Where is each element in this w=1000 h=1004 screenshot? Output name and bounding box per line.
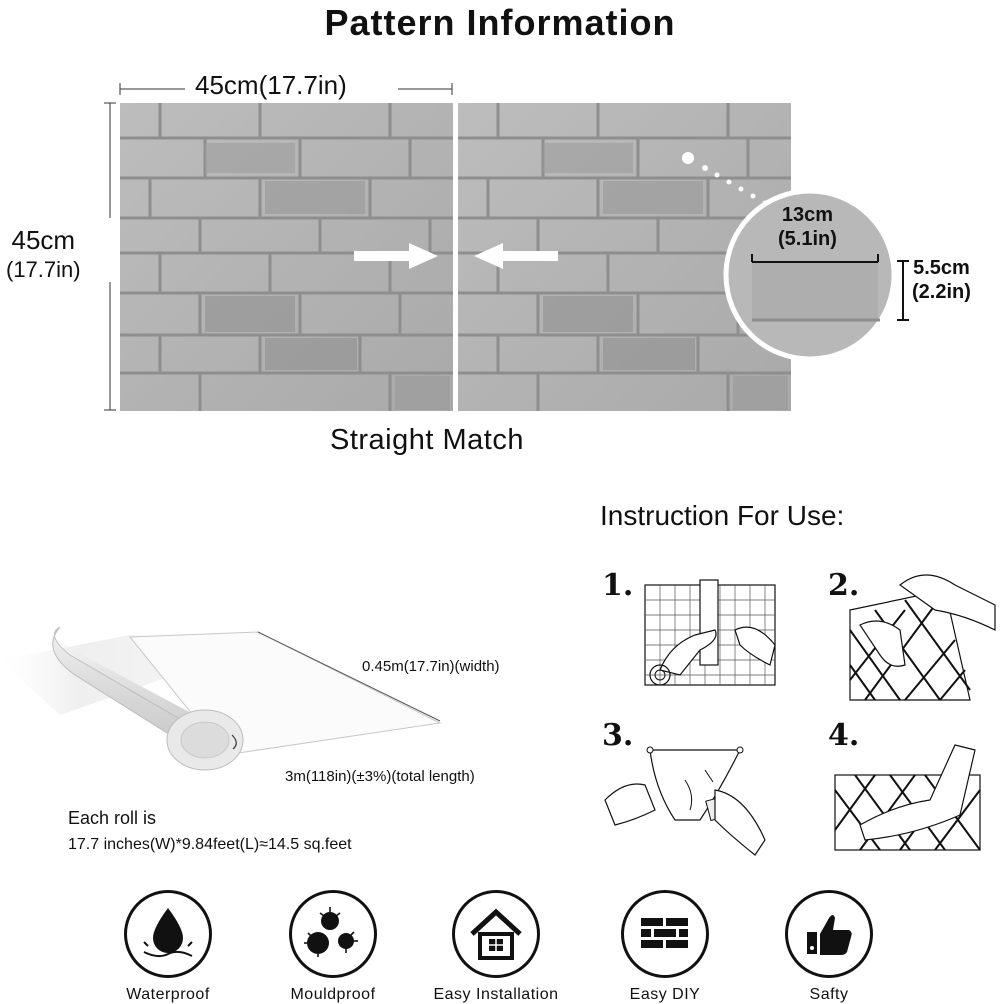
step-2-number: 2. [828, 568, 860, 603]
step-4-number: 4. [828, 718, 860, 753]
brick-wall-icon [641, 918, 688, 948]
step-1-number: 1. [602, 568, 634, 603]
waterproof-circle [124, 890, 212, 978]
water-drop-icon [143, 908, 193, 958]
mouldproof-circle [289, 890, 377, 978]
step-3-number: 3. [602, 718, 634, 753]
brick-panel-left [120, 103, 453, 411]
house-icon [470, 908, 522, 960]
zoom-width-in: (5.1in) [778, 228, 837, 250]
pattern-height-in: (17.7in) [6, 257, 81, 282]
zoom-width-label: 13cm (5.1in) [778, 203, 837, 251]
feature-mouldproof: Mouldproof [248, 890, 418, 1004]
thumbs-up-icon [807, 915, 852, 955]
zoom-height-cm: 5.5cm [913, 257, 970, 279]
each-roll-size: 17.7 inches(W)*9.84feet(L)≈14.5 sq.feet [68, 836, 352, 853]
instructions-title: Instruction For Use: [600, 500, 845, 531]
feature-label: Easy DIY [629, 986, 701, 1003]
feature-label: Easy Installation [433, 986, 559, 1003]
each-roll-heading: Each roll is [68, 808, 157, 828]
match-type-label: Straight Match [330, 424, 524, 456]
wallpaper-roll-illustration [0, 626, 442, 771]
arrow-right-icon [354, 243, 438, 269]
arrow-left-icon [474, 243, 558, 269]
pattern-height-cm: 45cm [11, 225, 76, 255]
feature-label: Safty [809, 986, 849, 1003]
page-title: Pattern Information [324, 2, 676, 43]
zoom-height-label: 5.5cm (2.2in) [912, 256, 971, 304]
zoom-width-cm: 13cm [781, 204, 834, 226]
easy-installation-circle [452, 890, 540, 978]
feature-label: Mouldproof [290, 986, 376, 1003]
step-3-apply-icon [604, 746, 766, 856]
feature-safty: Safty [744, 890, 914, 1004]
pattern-height-label: 45cm (17.7in) [6, 225, 81, 285]
easy-diy-circle [621, 890, 709, 978]
step-2-peel-backing-icon [845, 574, 996, 700]
pattern-width-label: 45cm(17.7in) [195, 70, 347, 100]
step-4-smooth-wall-icon [834, 744, 981, 851]
feature-waterproof: Waterproof [83, 890, 253, 1004]
feature-easy-diy: Easy DIY [580, 890, 750, 1004]
roll-width-label: 0.45m(17.7in)(width) [362, 658, 500, 675]
zoom-height-in: (2.2in) [912, 281, 971, 303]
safty-circle [785, 890, 873, 978]
mould-spores-icon [304, 907, 358, 957]
feature-easy-installation: Easy Installation [411, 890, 581, 1004]
step-1-measure-cut-icon [644, 579, 776, 686]
roll-length-label: 3m(118in)(±3%)(total length) [285, 768, 475, 785]
feature-label: Waterproof [126, 986, 210, 1003]
